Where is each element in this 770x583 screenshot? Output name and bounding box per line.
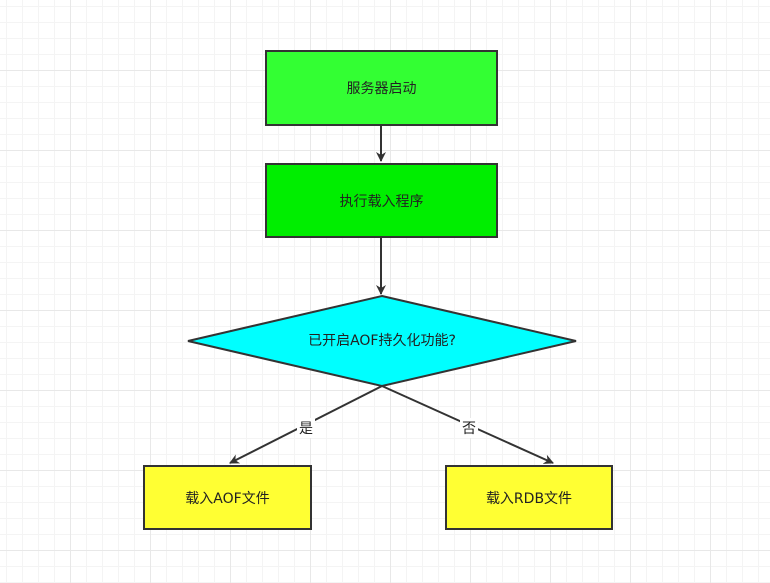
node-load-rdb-label: 载入RDB文件	[485, 490, 573, 507]
node-execute-load: 执行载入程序	[265, 163, 498, 238]
edge-label-yes: 是	[297, 418, 315, 438]
node-server-start-label: 服务器启动	[346, 81, 417, 97]
edge-label-no: 否	[460, 418, 478, 438]
node-load-aof: 载入AOF文件	[143, 465, 312, 530]
node-load-rdb: 载入RDB文件	[445, 465, 613, 530]
decision-label: 已开启AOF持久化功能?	[308, 333, 456, 349]
node-server-start: 服务器启动	[265, 50, 498, 126]
node-execute-load-label: 执行载入程序	[339, 193, 424, 210]
node-load-aof-label: 载入AOF文件	[185, 490, 270, 507]
